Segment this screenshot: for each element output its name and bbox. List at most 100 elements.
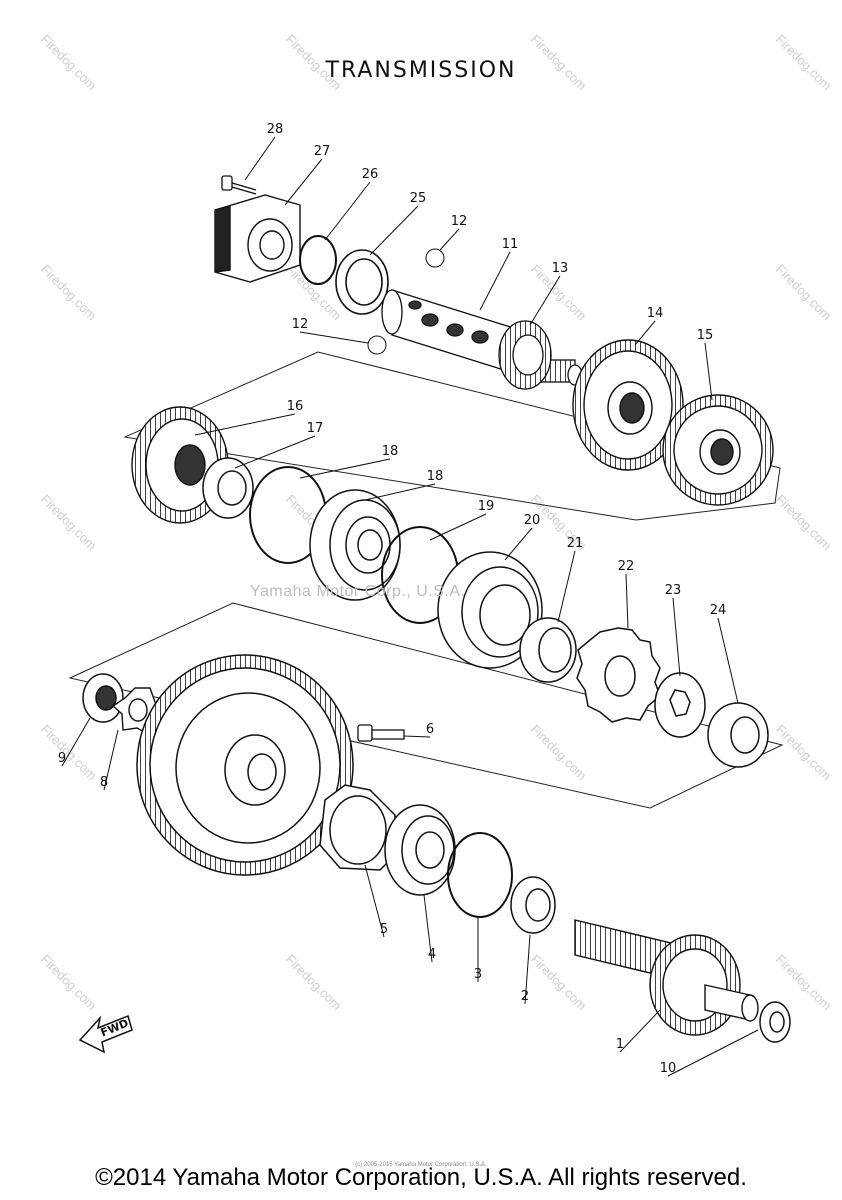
part-25-washer — [335, 249, 389, 315]
part-14-gear — [572, 339, 684, 471]
callout-26: 26 — [362, 167, 379, 182]
callout-3: 3 — [474, 967, 482, 982]
forward-arrow-icon: FWD — [78, 1014, 133, 1054]
part-16-gear — [131, 406, 229, 524]
watermark-text: Firedog.com — [38, 32, 100, 94]
leader-line — [403, 735, 431, 738]
watermark-text: Firedog.com — [38, 492, 100, 554]
leader-line — [634, 320, 656, 346]
leader-line — [524, 934, 531, 1005]
callout-15: 15 — [697, 328, 714, 343]
fine-print: (c) 2005-2015 Yamaha Motor Corporation, … — [355, 1162, 487, 1168]
leader-line — [324, 181, 371, 241]
group-outline-upper — [123, 351, 781, 521]
watermark-text: Firedog.com — [528, 722, 590, 784]
callout-17: 17 — [307, 421, 324, 436]
callout-12: 12 — [451, 214, 468, 229]
part-2-collar — [510, 876, 556, 934]
callout-8: 8 — [100, 775, 108, 790]
part-10-washer — [759, 1001, 791, 1043]
watermark-text: Firedog.com — [773, 722, 835, 784]
callout-27: 27 — [314, 144, 331, 159]
leader-line — [299, 458, 391, 479]
callout-22: 22 — [618, 559, 635, 574]
watermark-text: Firedog.com — [283, 32, 345, 94]
leader-line — [667, 1029, 759, 1077]
part-21-collar — [519, 617, 577, 683]
part-15-gear — [662, 394, 774, 506]
leader-line — [557, 550, 576, 623]
center-watermark: Yamaha Motor Corp., U.S.A. — [250, 583, 466, 600]
part-8-lock-washer — [111, 687, 167, 737]
part-20-oil-seal — [437, 551, 543, 669]
watermark-text: Firedog.com — [773, 262, 835, 324]
leader-line — [364, 483, 436, 501]
leader-line — [479, 251, 511, 311]
watermark-text: Firedog.com — [528, 32, 590, 94]
part-22-sprocket — [576, 627, 661, 723]
leader-line — [704, 342, 713, 401]
watermark-text: Firedog.com — [773, 492, 835, 554]
callout-18: 18 — [382, 444, 399, 459]
leader-line — [194, 413, 296, 436]
leader-line — [244, 136, 276, 181]
watermark-text: Firedog.com — [38, 952, 100, 1014]
part-1-main-axle — [574, 919, 759, 1036]
page-title: TRANSMISSION — [325, 58, 517, 83]
callout-9: 9 — [58, 751, 66, 766]
group-outline-lower — [68, 602, 784, 809]
callout-6: 6 — [426, 722, 434, 737]
leader-line — [429, 513, 487, 541]
leader-line — [61, 717, 91, 767]
part-12-ball-bottom — [367, 335, 387, 355]
part-6-bolt — [357, 724, 405, 742]
callout-5: 5 — [380, 922, 388, 937]
part-26-circlip — [299, 235, 337, 285]
leader-line — [625, 573, 629, 629]
part-11-axle — [381, 289, 583, 386]
part-27-bearing-holder — [214, 194, 301, 283]
callout-19: 19 — [478, 499, 495, 514]
leader-line — [284, 158, 323, 206]
leader-line — [504, 527, 533, 561]
part-28-bolt — [221, 175, 257, 195]
callout-28: 28 — [267, 122, 284, 137]
watermark-text: Firedog.com — [773, 32, 835, 94]
leader-line — [423, 894, 433, 963]
part-7-driven-gear — [136, 654, 354, 876]
watermark-text: Firedog.com — [528, 952, 590, 1014]
part-5-gasket — [319, 784, 396, 871]
callout-24: 24 — [710, 603, 727, 618]
callout-2: 2 — [521, 989, 529, 1004]
watermark-text: Firedog.com — [38, 722, 100, 784]
callout-10: 10 — [660, 1061, 677, 1076]
leader-line — [299, 331, 369, 344]
watermark-text: Firedog.com — [283, 262, 345, 324]
callout-21: 21 — [567, 536, 584, 551]
leader-line — [364, 864, 385, 938]
part-4-bearing — [384, 804, 456, 896]
callout-18: 18 — [427, 469, 444, 484]
callout-1: 1 — [616, 1037, 624, 1052]
part-17-washer — [202, 457, 254, 519]
copyright-notice: ©2014 Yamaha Motor Corporation, U.S.A. A… — [95, 1164, 747, 1191]
callout-14: 14 — [647, 306, 664, 321]
leader-line — [234, 435, 316, 469]
watermark-text: Firedog.com — [283, 952, 345, 1014]
callout-4: 4 — [428, 947, 436, 962]
leader-line — [529, 275, 561, 326]
callout-25: 25 — [410, 191, 427, 206]
watermark-text: Firedog.com — [38, 262, 100, 324]
part-23-lock-washer — [654, 672, 706, 738]
leader-line — [619, 1009, 661, 1053]
callout-20: 20 — [524, 513, 541, 528]
callout-13: 13 — [552, 261, 569, 276]
leader-line — [717, 617, 739, 704]
part-12-ball-top — [425, 248, 445, 268]
part-9-nut — [82, 673, 124, 723]
part-24-nut — [707, 702, 769, 768]
part-3-circlip — [447, 832, 513, 918]
leader-line — [103, 729, 119, 791]
callout-23: 23 — [665, 583, 682, 598]
